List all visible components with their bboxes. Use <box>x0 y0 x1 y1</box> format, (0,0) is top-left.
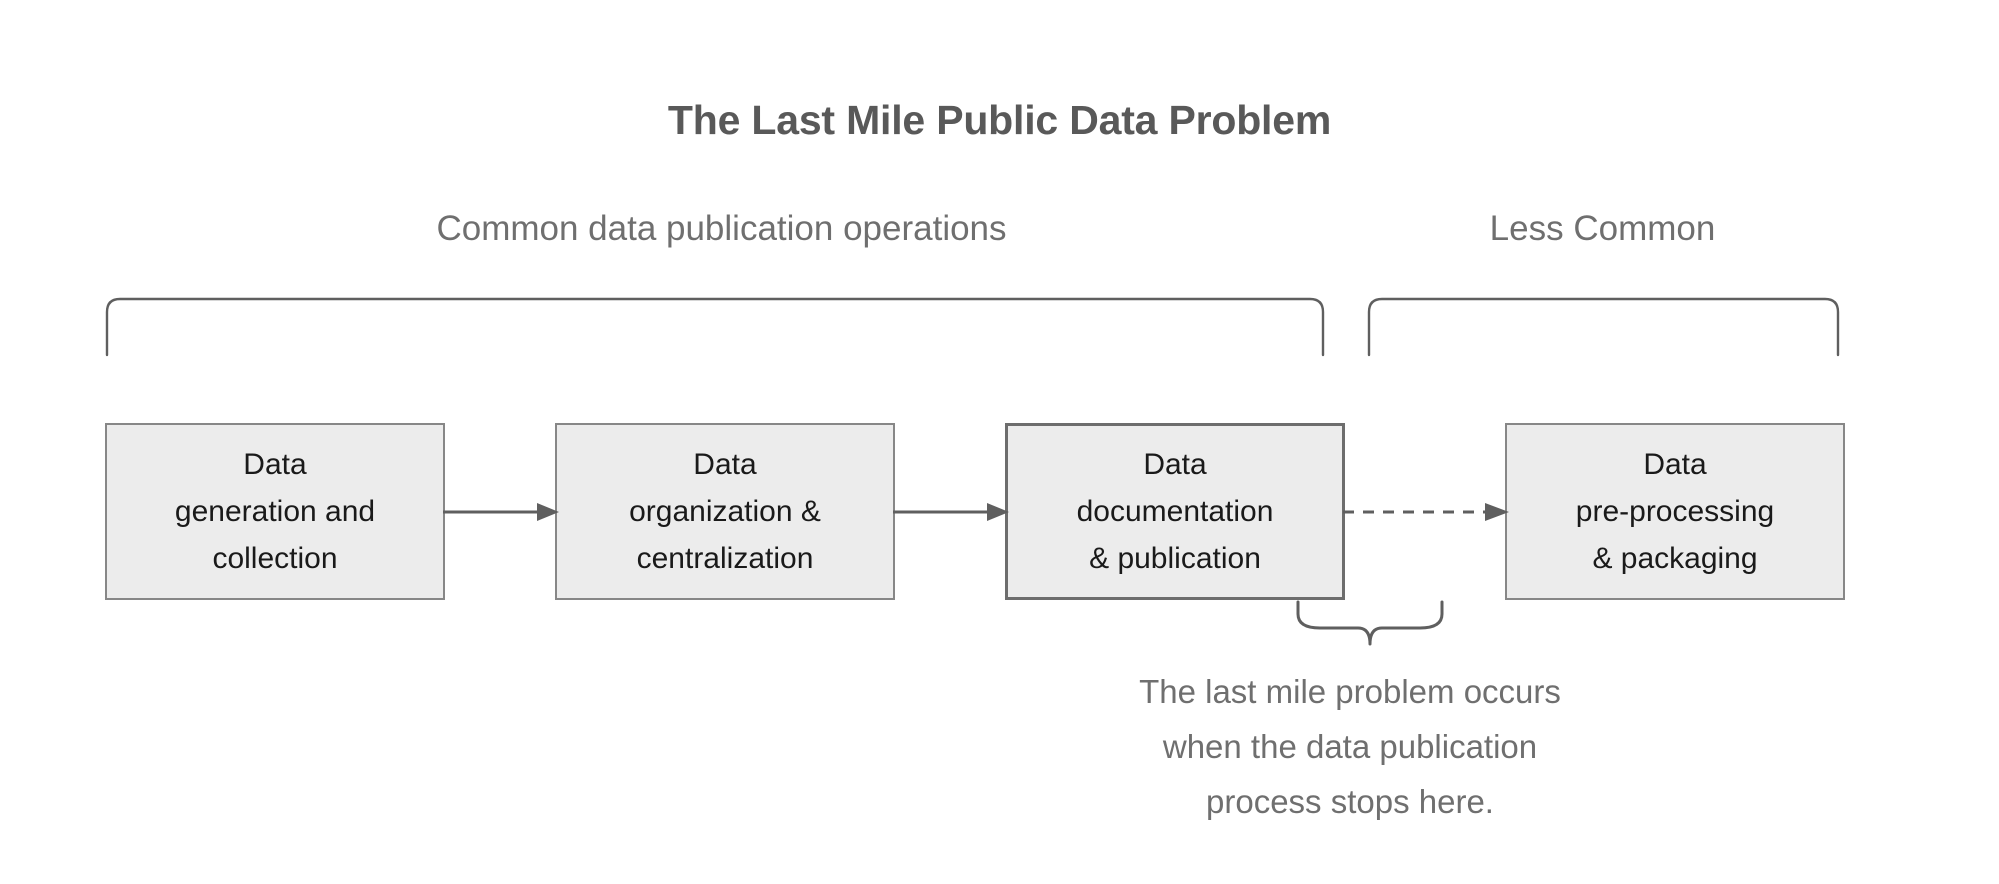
process-box-data-pre-processing-and-packaging[interactable]: Data pre-processing & packaging <box>1505 423 1845 600</box>
process-box-label: Data documentation & publication <box>1076 448 1274 575</box>
arrow-right-icon-2 <box>893 503 1009 521</box>
bracket-less-common-icon <box>1367 297 1840 357</box>
process-box-label: Data pre-processing & packaging <box>1575 448 1775 575</box>
process-box-data-generation-and-collection[interactable]: Data generation and collection <box>105 423 445 600</box>
process-box-data-documentation-and-publication[interactable]: Data documentation & publication <box>1005 423 1345 600</box>
process-box-label: Data organization & centralization <box>629 448 821 575</box>
curly-brace-down-icon <box>1296 600 1444 646</box>
page-title: The Last Mile Public Data Problem <box>667 97 1332 143</box>
bracket-common-icon <box>105 297 1325 357</box>
process-box-label: Data generation and collection <box>174 448 376 575</box>
process-box-data-organization-and-centralization[interactable]: Data organization & centralization <box>555 423 895 600</box>
group-label-less-common: Less Common <box>1489 209 1716 248</box>
dashed-arrow-right-icon-3 <box>1343 503 1509 521</box>
arrow-right-icon-1 <box>443 503 559 521</box>
group-label-common: Common data publication operations <box>436 209 1007 248</box>
annotation-caption: The last mile problem occurs when the da… <box>1139 673 1561 820</box>
